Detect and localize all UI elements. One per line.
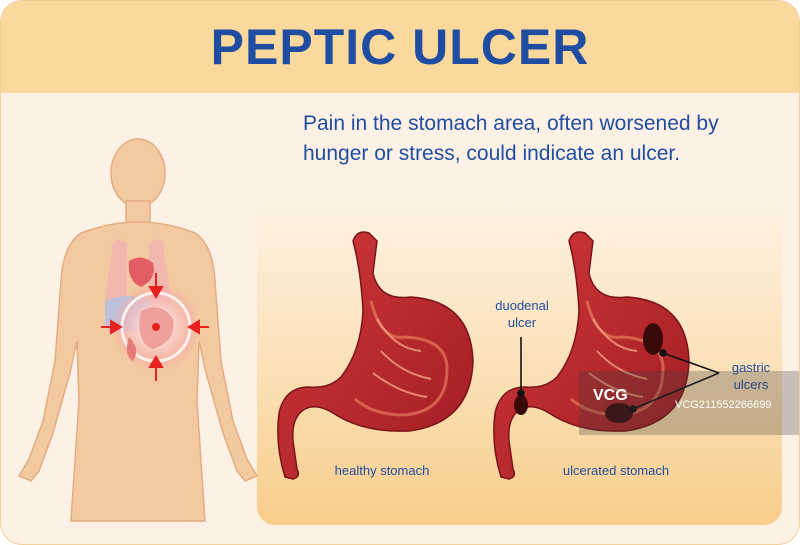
header-bar: PEPTIC ULCER — [1, 1, 799, 93]
gastric-ulcer-upper — [643, 323, 663, 355]
gastric-ulcer-lower — [605, 403, 633, 423]
watermark: VCG VCG211552266699 — [579, 371, 799, 435]
duodenal-ulcer-spot — [514, 395, 528, 415]
label-ulcerated-stomach: ulcerated stomach — [562, 463, 670, 478]
label-duodenal-ulcer: duodenal ulcer — [495, 298, 549, 330]
stomach-comparison-panel — [257, 191, 782, 525]
healthy-stomach-illustration — [277, 231, 474, 480]
page-title: PEPTIC ULCER — [210, 19, 590, 75]
symptom-description: Pain in the stomach area, often worsened… — [303, 112, 719, 165]
watermark-logo: VCG — [593, 387, 628, 404]
pain-arrows — [101, 273, 209, 381]
human-silhouette — [17, 138, 259, 522]
ulcerated-stomach-illustration — [493, 231, 720, 480]
label-healthy-stomach: healthy stomach — [334, 463, 430, 478]
watermark-id: VCG211552266699 — [675, 399, 772, 411]
label-gastric-ulcers: gastric ulcers — [731, 360, 771, 392]
